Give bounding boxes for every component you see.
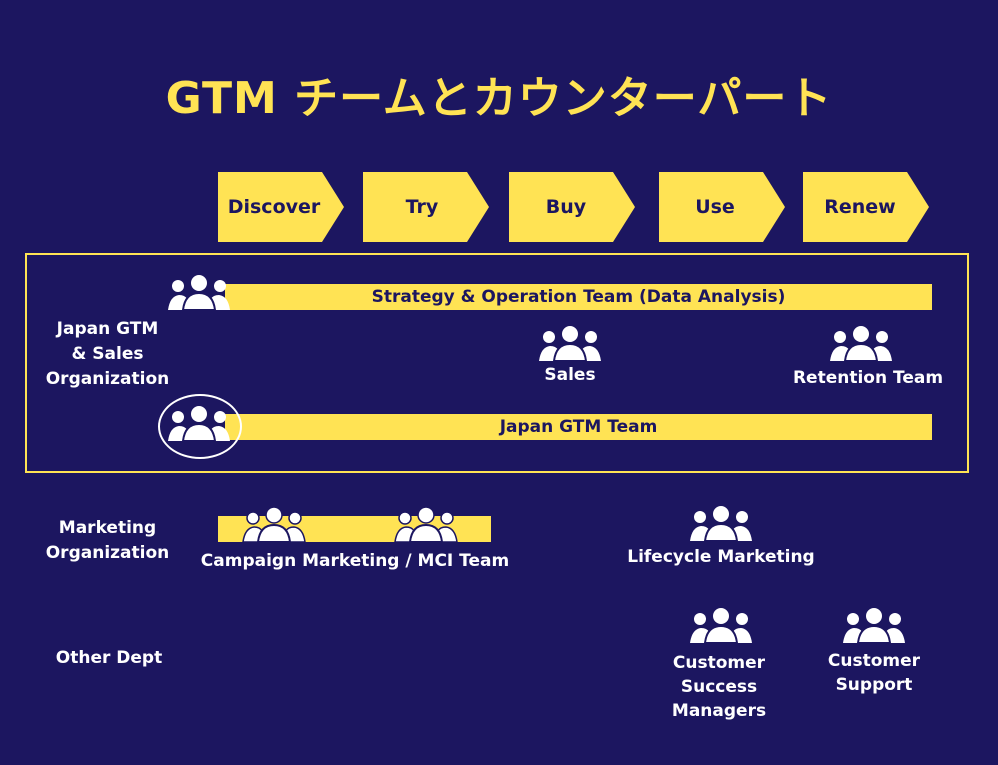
label-line: Success <box>680 677 758 697</box>
stage-label: Renew <box>824 196 896 218</box>
chevron-shape <box>509 172 635 242</box>
retention-team-label: Retention Team <box>792 368 944 388</box>
other-dept-label: Other Dept <box>55 648 163 668</box>
highlight-circle <box>158 394 242 459</box>
japan-gtm-team-label: Japan GTM Team <box>499 417 658 437</box>
chevron-shape <box>363 172 489 242</box>
label-line: & Sales <box>71 344 144 364</box>
sales-label: Sales <box>544 365 596 385</box>
strategy-operation-team-bar: Strategy & Operation Team (Data Analysis… <box>225 284 932 310</box>
marketing-org-label: Marketing Organization <box>30 516 185 566</box>
label-line: Organization <box>45 369 170 389</box>
people-group-icon <box>167 405 231 443</box>
label-line: Marketing <box>58 518 157 538</box>
strategy-operation-team-label: Strategy & Operation Team (Data Analysis… <box>371 287 786 307</box>
stage-label: Discover <box>227 196 321 218</box>
stage-discover: Discover <box>218 172 346 242</box>
stage-label: Buy <box>545 196 587 218</box>
stage-buy: Buy <box>509 172 637 242</box>
chevron-shape <box>803 172 929 242</box>
japan-gtm-org-box <box>25 253 969 473</box>
people-group-icon <box>689 607 753 645</box>
chevron-shape <box>659 172 785 242</box>
japan-gtm-team-bar: Japan GTM Team <box>225 414 932 440</box>
page-title: GTM チームとカウンターパート <box>165 73 833 124</box>
campaign-marketing-label: Campaign Marketing / MCI Team <box>200 551 510 571</box>
stage-label: Try <box>405 196 439 218</box>
label-line: Customer <box>827 651 921 671</box>
japan-gtm-org-label: Japan GTM & Sales Organization <box>30 317 185 392</box>
people-group-icon <box>689 505 753 543</box>
people-group-icon <box>394 506 458 544</box>
stage-use: Use <box>659 172 787 242</box>
customer-success-managers-label: Customer Success Managers <box>640 651 798 723</box>
people-group-icon <box>167 274 231 312</box>
chevron-shape <box>218 172 344 242</box>
label-line: Managers <box>671 701 767 721</box>
people-group-icon <box>242 506 306 544</box>
label-line: Customer <box>672 653 766 673</box>
people-group-icon <box>829 325 893 363</box>
stage-try: Try <box>363 172 491 242</box>
label-line: Support <box>835 675 913 695</box>
stage-label: Use <box>695 196 735 218</box>
lifecycle-marketing-label: Lifecycle Marketing <box>627 547 815 567</box>
label-line: Japan GTM <box>56 319 159 339</box>
label-line: Organization <box>45 543 170 563</box>
customer-support-label: Customer Support <box>795 649 953 697</box>
people-group-icon <box>538 325 602 363</box>
people-group-icon <box>842 607 906 645</box>
stage-renew: Renew <box>803 172 931 242</box>
